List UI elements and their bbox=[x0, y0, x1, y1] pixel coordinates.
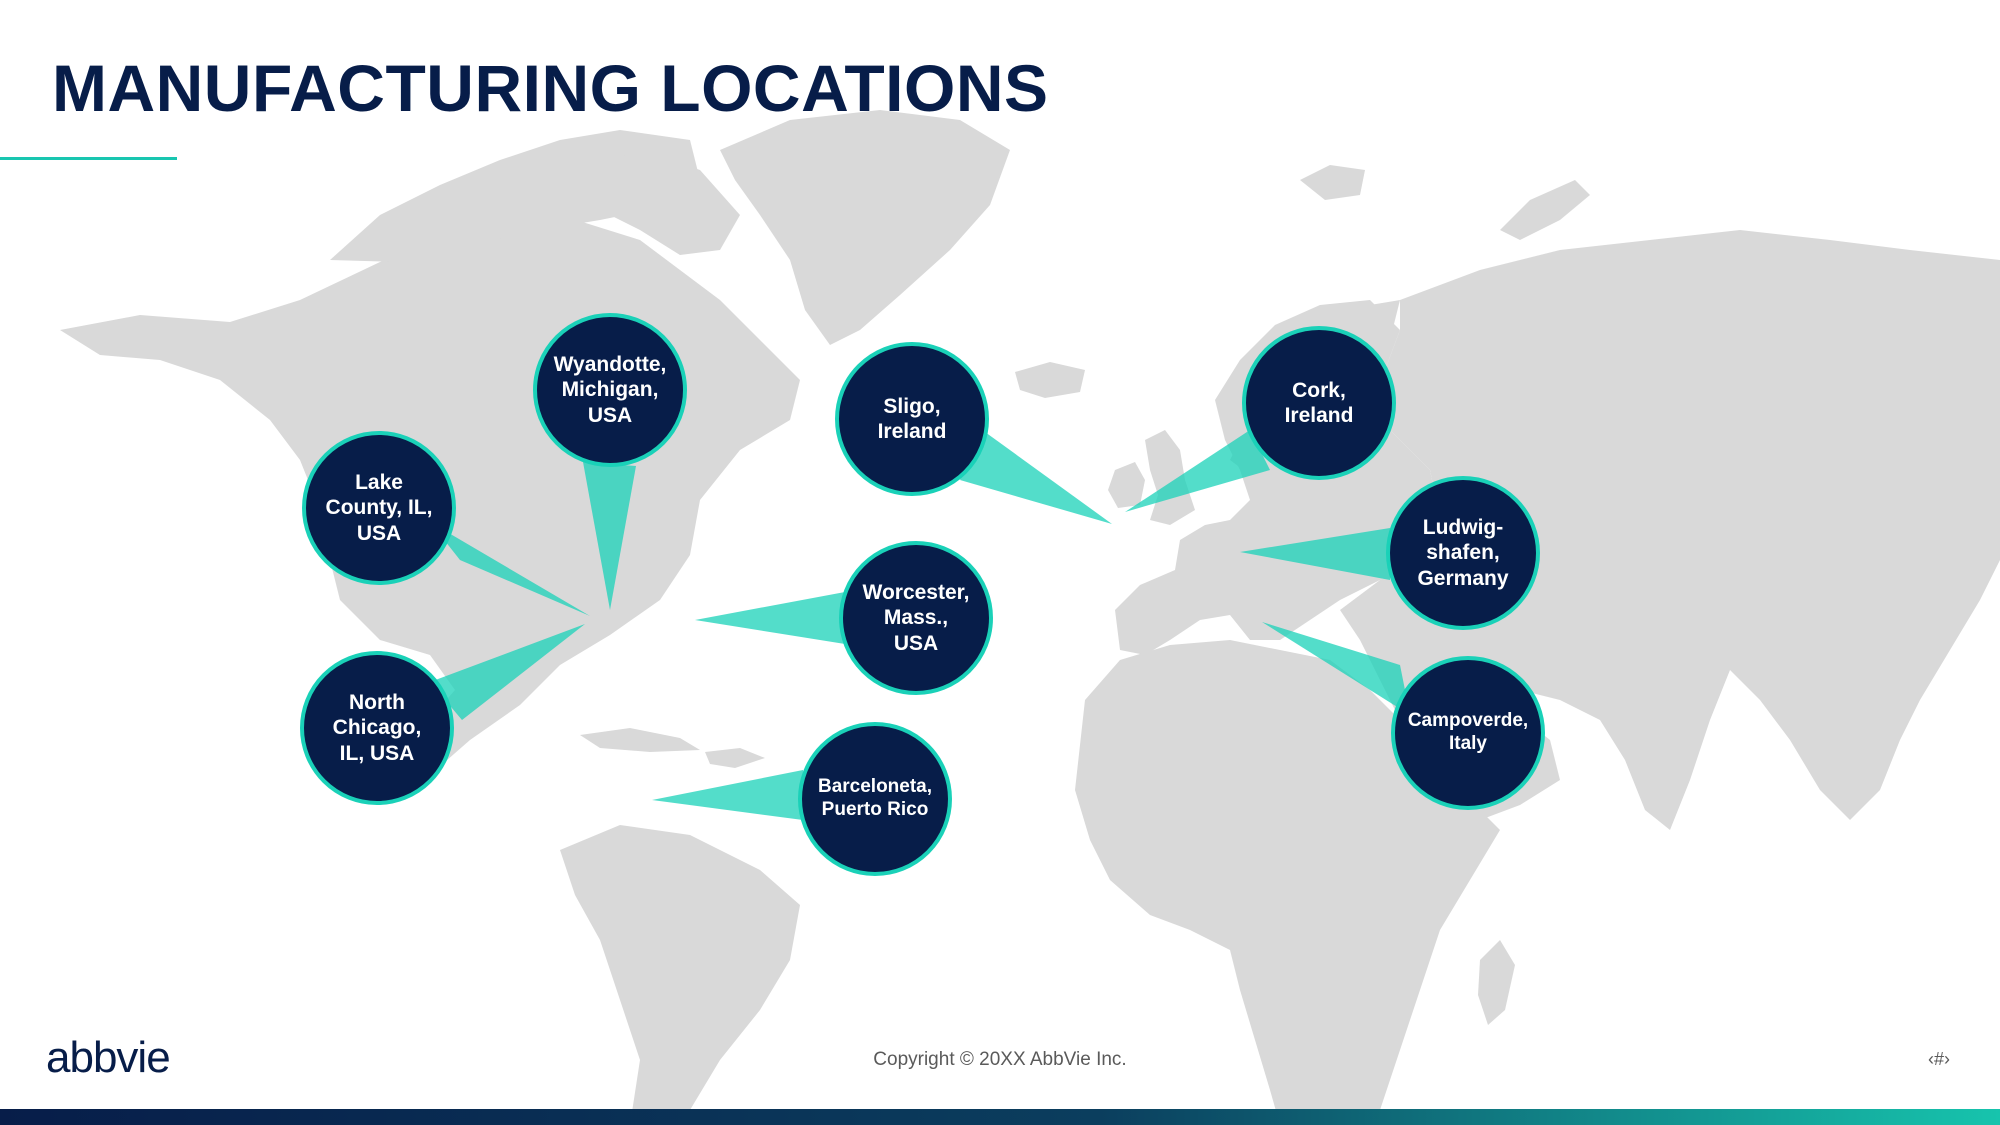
pointer-lake-county bbox=[430, 522, 590, 616]
callout-pointers bbox=[430, 430, 1410, 820]
location-label: Campoverde, Italy bbox=[1407, 710, 1529, 754]
location-callout-north-chicago: North Chicago, IL, USA bbox=[300, 651, 454, 805]
location-label: North Chicago, IL, USA bbox=[332, 691, 422, 765]
location-callout-campoverde: Campoverde, Italy bbox=[1391, 656, 1545, 810]
location-label: Lake County, IL, USA bbox=[325, 471, 433, 545]
pointer-sligo bbox=[960, 432, 1112, 524]
location-callout-lake-county: Lake County, IL, USA bbox=[302, 431, 456, 585]
japan bbox=[1925, 540, 1970, 620]
pointer-campoverde bbox=[1262, 622, 1410, 715]
south-america bbox=[560, 825, 800, 1125]
madagascar bbox=[1478, 940, 1515, 1025]
svalbard bbox=[1300, 165, 1365, 200]
novaya-zemlya bbox=[1500, 180, 1590, 240]
ireland-island bbox=[1108, 462, 1145, 508]
pointer-wyandotte bbox=[583, 462, 636, 610]
hispaniola bbox=[705, 748, 765, 768]
location-label: Sligo, Ireland bbox=[877, 394, 947, 443]
cuba bbox=[580, 728, 700, 752]
location-callout-barceloneta: Barceloneta, Puerto Rico bbox=[798, 722, 952, 876]
title-accent-line bbox=[0, 157, 177, 160]
location-label: Ludwig- shafen, Germany bbox=[1417, 516, 1509, 590]
slide-number: ‹#› bbox=[1928, 1049, 1950, 1069]
abbvie-logo-text: abbvie bbox=[46, 1034, 170, 1082]
bottom-gradient-bar bbox=[0, 1109, 2000, 1125]
africa bbox=[1075, 640, 1500, 1125]
pointer-ludwigshafen bbox=[1240, 528, 1390, 580]
slide-title: MANUFACTURING LOCATIONS bbox=[52, 51, 1049, 125]
location-label: Cork, Ireland bbox=[1284, 378, 1354, 427]
pointer-barceloneta bbox=[652, 770, 803, 820]
location-label: Wyandotte, Michigan, USA bbox=[553, 353, 667, 427]
greenland bbox=[720, 110, 1010, 345]
location-label: Barceloneta, Puerto Rico bbox=[817, 776, 933, 820]
location-callout-ludwigshafen: Ludwig- shafen, Germany bbox=[1386, 476, 1540, 630]
location-label: Worcester, Mass., USA bbox=[862, 581, 970, 655]
abbvie-logo: abbvie bbox=[46, 1034, 171, 1082]
iceland bbox=[1015, 362, 1085, 398]
continents bbox=[60, 110, 2000, 1125]
copyright-text: Copyright © 20XX AbbVie Inc. bbox=[873, 1049, 1127, 1070]
location-callout-worcester: Worcester, Mass., USA bbox=[839, 541, 993, 695]
pointer-north-chicago bbox=[430, 624, 585, 720]
baffin-island bbox=[580, 150, 740, 255]
pointer-cork bbox=[1125, 430, 1270, 512]
location-callout-sligo: Sligo, Ireland bbox=[835, 342, 989, 496]
location-callout-cork: Cork, Ireland bbox=[1242, 326, 1396, 480]
pointer-worcester bbox=[695, 592, 845, 644]
location-callout-wyandotte: Wyandotte, Michigan, USA bbox=[533, 313, 687, 467]
